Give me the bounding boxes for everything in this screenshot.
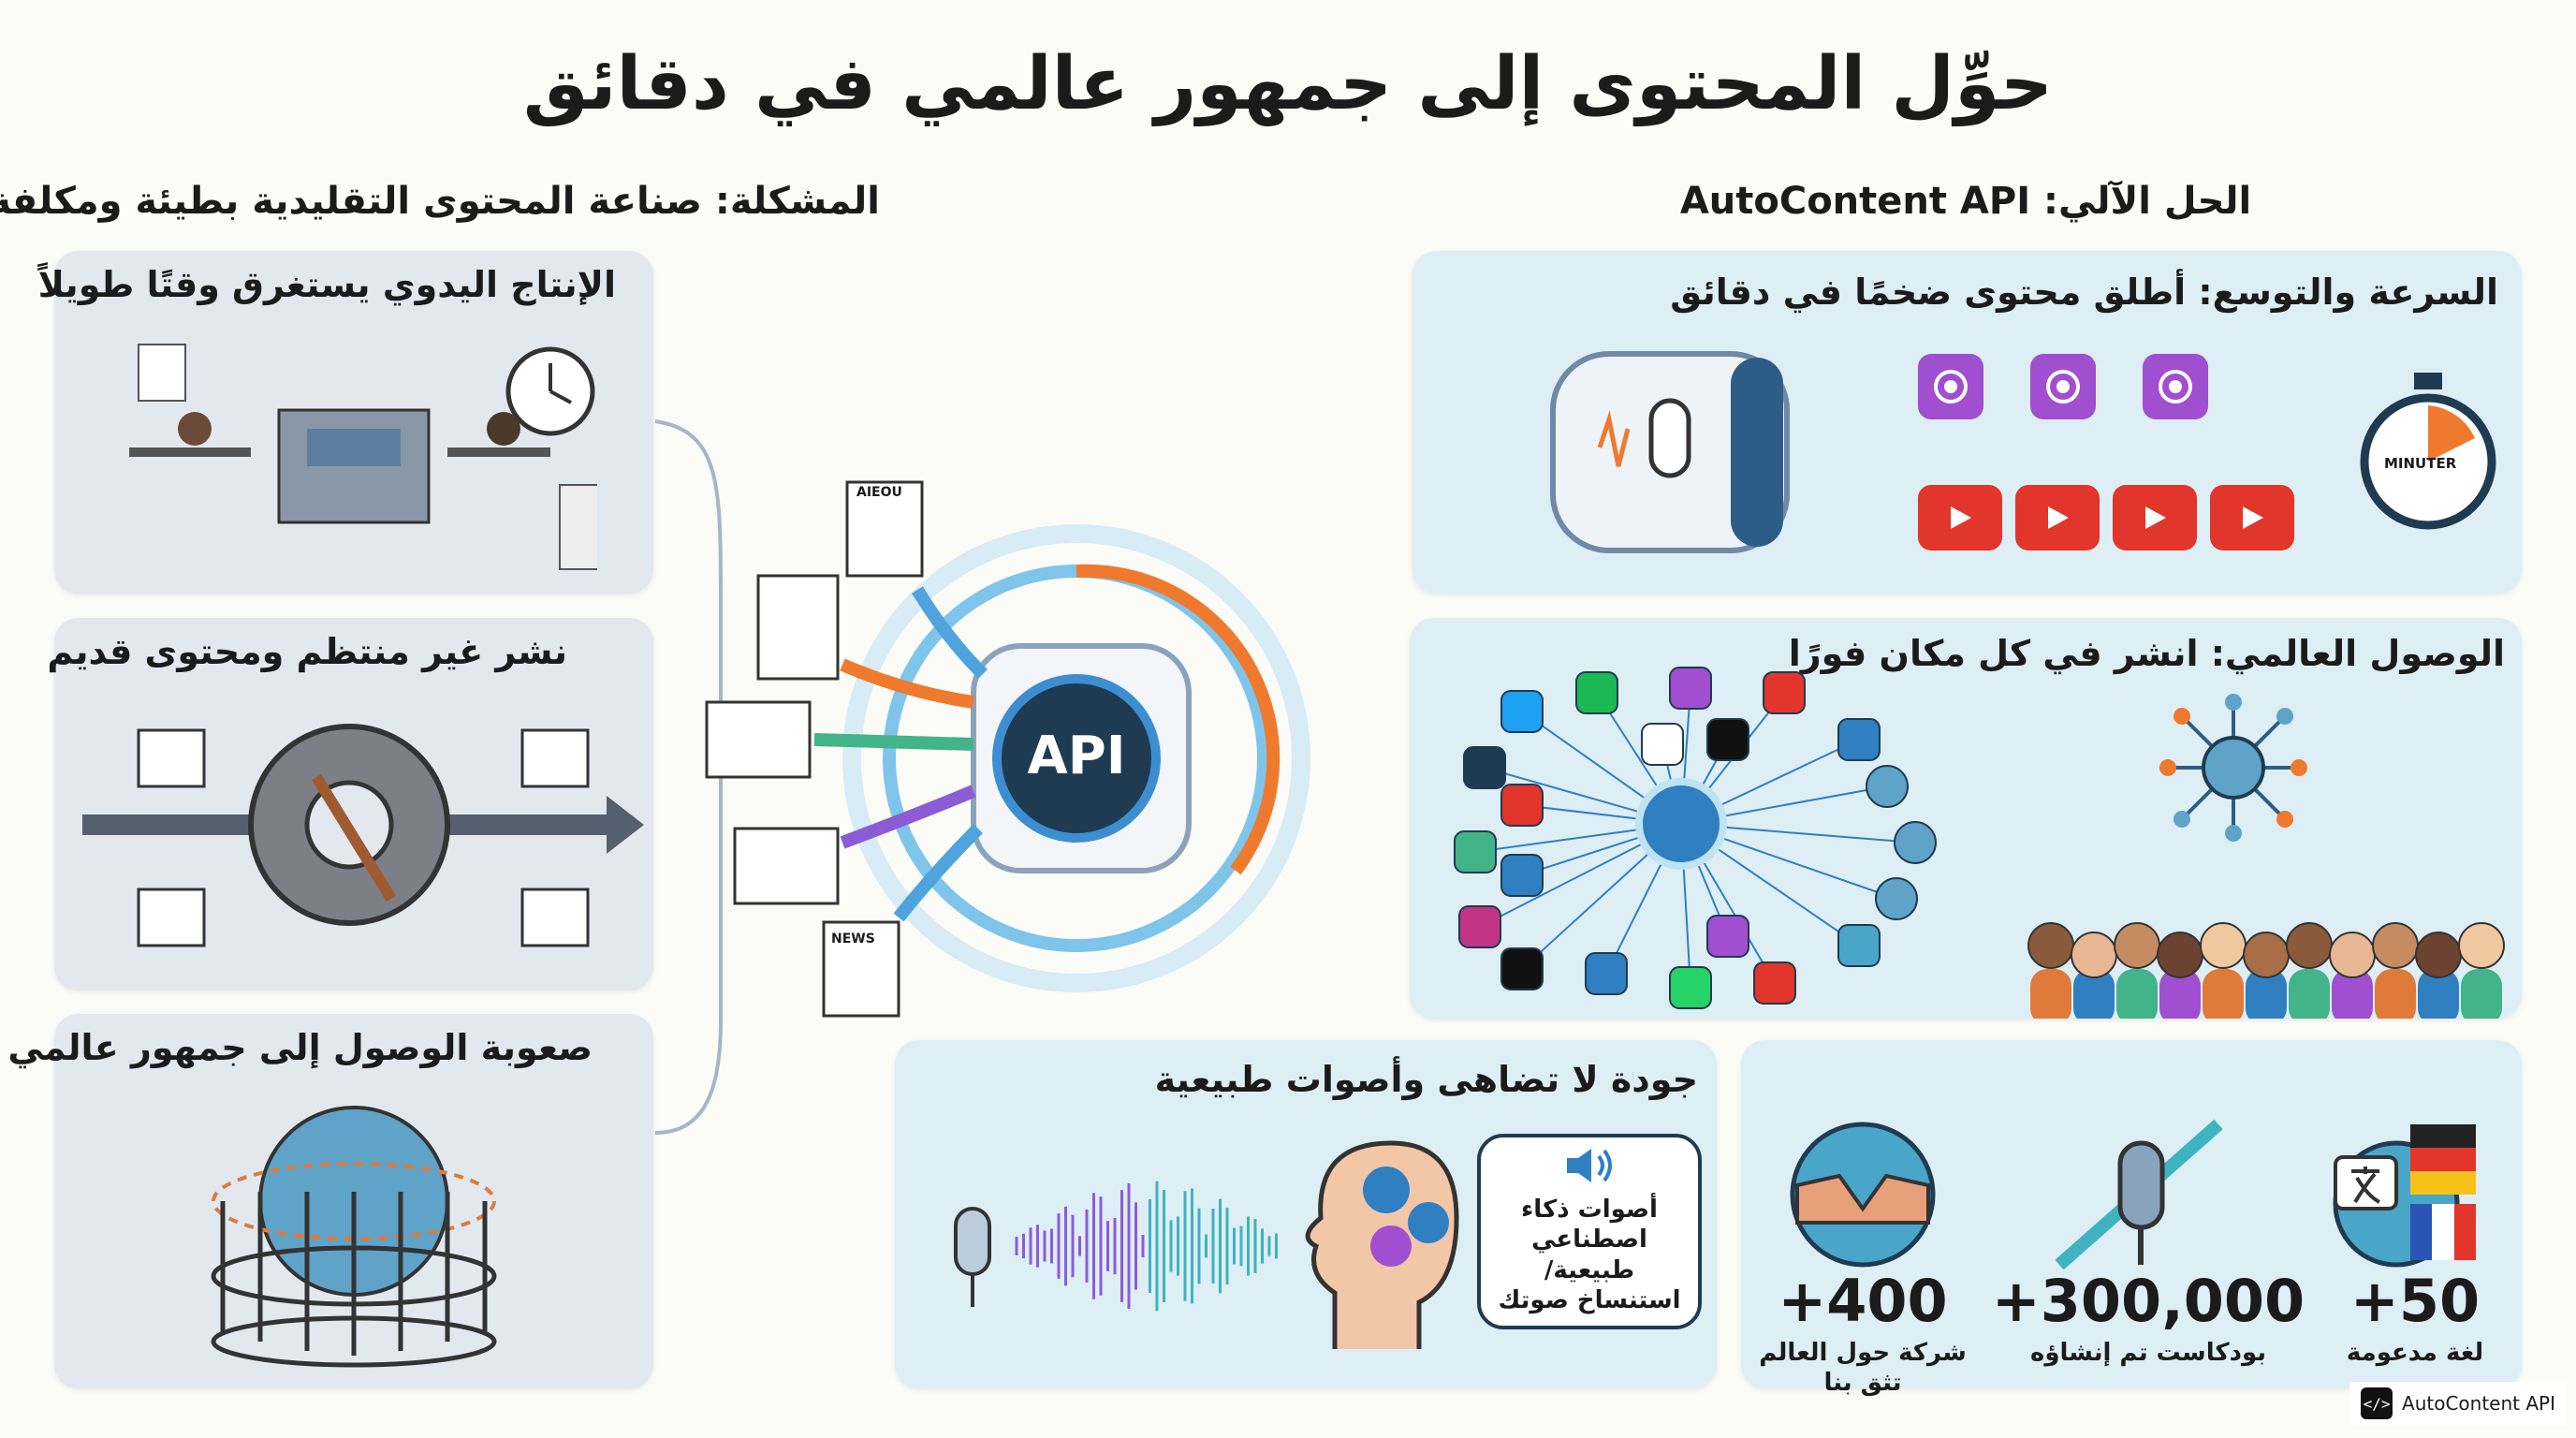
cast-icon xyxy=(1753,961,1796,1005)
chart-doc-icon xyxy=(733,827,840,905)
video-icon xyxy=(1918,485,2002,550)
twitter-icon xyxy=(1500,690,1544,733)
problem-card-global: صعوبة الوصول إلى جمهور عالمي xyxy=(7,1014,653,1388)
audience-illustration xyxy=(2027,922,2505,1019)
stat-label-podcasts: بودكاست تم إنشاؤه xyxy=(2029,1339,2267,1367)
stat-value-companies: +400 xyxy=(1778,1267,1948,1335)
google-icon xyxy=(1641,723,1684,766)
content-inputs xyxy=(705,480,988,1018)
apple-icon xyxy=(1463,746,1506,789)
problem-card-manual: الإنتاج اليدوي يستغرق وقتًا طويلاً xyxy=(38,251,653,594)
manual-production-illustration xyxy=(129,344,597,570)
bubble-line: أصوات ذكاء xyxy=(1521,1195,1658,1224)
person-icon xyxy=(2200,922,2247,1019)
person-icon xyxy=(2027,922,2074,1019)
person-icon xyxy=(2071,932,2117,1019)
person-icon xyxy=(2329,932,2376,1019)
person-icon xyxy=(2286,922,2333,1019)
podcast-hub-icon xyxy=(1635,778,1727,870)
bubble-line: استنساخ صوتك xyxy=(1498,1286,1681,1314)
news-doc-icon xyxy=(822,920,900,1018)
doc-label: AIEOU xyxy=(856,485,902,500)
code-logo-icon: </> xyxy=(2361,1387,2393,1419)
page-title: حوِّل المحتوى إلى جمهور عالمي في دقائق xyxy=(522,42,2054,126)
card-title: نشر غير منتظم ومحتوى قديم xyxy=(47,631,567,672)
stat-label-companies: شركة حول العالم تثق بنا xyxy=(1759,1339,1967,1397)
video-icon xyxy=(2210,485,2294,550)
person-icon xyxy=(2114,922,2160,1019)
microphone-growth-icon xyxy=(2055,1119,2223,1270)
stopwatch-icon xyxy=(2360,373,2496,530)
node xyxy=(1866,765,1909,808)
document-icon xyxy=(756,574,840,681)
stat-value-podcasts: +300,000 xyxy=(1991,1267,2305,1335)
podcast-icon xyxy=(1918,354,1983,419)
person-icon xyxy=(2157,932,2203,1019)
speed-card: السرعة والتوسع: أطلق محتوى ضخمًا في دقائ… xyxy=(1412,251,2522,594)
video-row xyxy=(1918,485,2294,550)
stopwatch-label: MINUTER xyxy=(2384,455,2457,472)
document-icon xyxy=(845,480,924,578)
handshake-globe-icon xyxy=(1790,1122,1936,1268)
podcast-icon xyxy=(2143,354,2208,419)
audio-device-icon xyxy=(1550,351,1790,553)
tiktok-icon xyxy=(1706,718,1749,761)
podcast-row xyxy=(1918,354,2208,419)
person-icon xyxy=(2372,922,2419,1019)
bubble-line: اصطناعي طبيعية/ xyxy=(1531,1225,1647,1284)
stat-label-languages: لغة مدعومة xyxy=(2346,1339,2484,1367)
stat-value-languages: +50 xyxy=(2349,1267,2481,1335)
person-icon xyxy=(2243,932,2290,1019)
card-title: الوصول العالمي: انشر في كل مكان فورًا xyxy=(1788,633,2505,674)
podcast-icon xyxy=(2030,354,2096,419)
solution-heading: الحل الآلي: AutoContent API xyxy=(1679,180,2252,223)
broken-gear-illustration xyxy=(82,724,644,947)
ai-voices-bubble: أصوات ذكاء اصطناعي طبيعية/ استنساخ صوتك xyxy=(1477,1134,1702,1329)
podcast-icon xyxy=(1669,667,1712,710)
node xyxy=(1894,821,1937,864)
person-icon xyxy=(2415,932,2462,1019)
chrome-icon xyxy=(1454,830,1497,873)
tiktok-icon xyxy=(1500,947,1544,990)
card-title: الإنتاج اليدوي يستغرق وقتًا طويلاً xyxy=(37,264,616,305)
video-icon xyxy=(2113,485,2197,550)
problem-card-irregular: نشر غير منتظم ومحتوى قديم xyxy=(47,618,653,990)
browser-icon xyxy=(705,700,812,779)
languages-globe-icon xyxy=(2333,1124,2476,1268)
brand-badge: </> AutoContent API xyxy=(2349,1382,2567,1425)
podcast-icon xyxy=(1706,915,1749,958)
caged-globe-illustration xyxy=(211,1106,497,1368)
api-label: API xyxy=(1027,726,1126,786)
instagram-icon xyxy=(1458,905,1501,948)
quality-card: جودة لا تضاهى وأصوات طبيعية أصوات ذكاء ا… xyxy=(895,1040,1717,1388)
spotify-icon xyxy=(1575,671,1618,714)
voice-waveform-icon xyxy=(954,1181,1278,1312)
shazam-icon xyxy=(1500,854,1544,897)
problem-heading: المشكلة: صناعة المحتوى التقليدية بطيئة و… xyxy=(0,180,880,223)
stats-card: +400 شركة حول العالم تثق بنا +300,000 بو… xyxy=(1741,1040,2522,1397)
head-voice-icon xyxy=(1305,1140,1459,1349)
app-icon xyxy=(1837,924,1881,967)
connector-lines xyxy=(654,419,723,1135)
reach-card: الوصول العالمي: انشر في كل مكان فورًا xyxy=(1410,618,2522,1019)
node xyxy=(1875,877,1918,920)
messenger-icon xyxy=(1585,952,1628,995)
card-title: السرعة والتوسع: أطلق محتوى ضخمًا في دقائ… xyxy=(1670,271,2498,313)
video-icon xyxy=(2015,485,2100,550)
speaker-icon xyxy=(1567,1149,1612,1182)
youtube-icon xyxy=(1763,671,1806,714)
brand-label: AutoContent API xyxy=(2402,1392,2555,1415)
pinterest-icon xyxy=(1500,784,1544,827)
facebook-icon xyxy=(1837,718,1881,761)
platform-network xyxy=(1454,667,1937,1009)
api-hub: API xyxy=(842,524,1310,992)
card-title: جودة لا تضاهى وأصوات طبيعية xyxy=(1154,1059,1698,1100)
doc-label: NEWS xyxy=(831,932,875,946)
card-title: صعوبة الوصول إلى جمهور عالمي xyxy=(7,1027,593,1068)
person-icon xyxy=(2458,922,2505,1019)
globe-network-icon xyxy=(2159,694,2307,842)
whatsapp-icon xyxy=(1669,966,1712,1009)
